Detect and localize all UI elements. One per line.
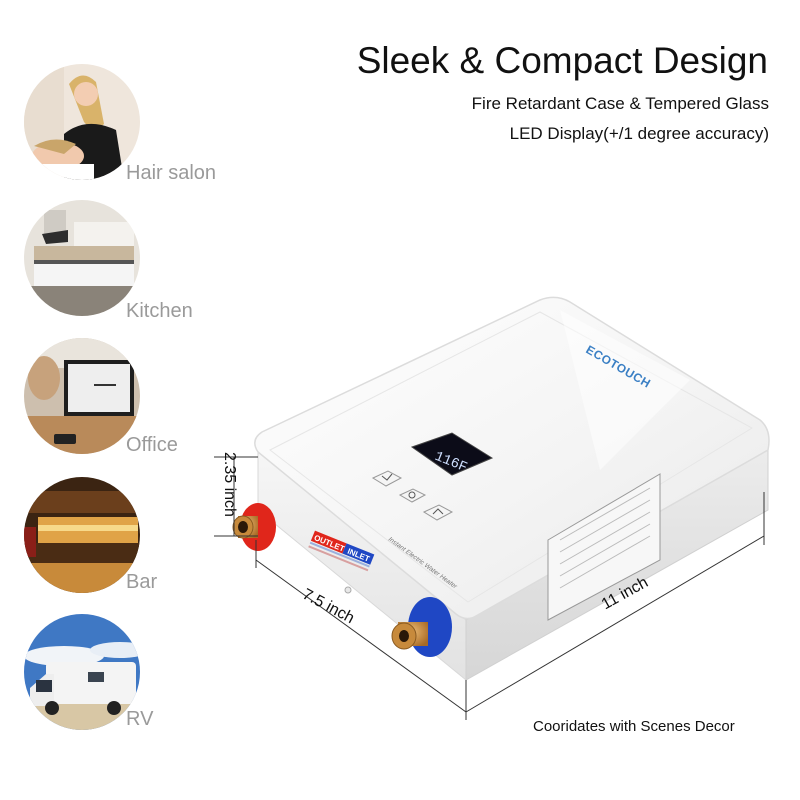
spec-sticker <box>547 473 661 621</box>
scene-label-rv: RV <box>126 708 154 730</box>
page-title: Sleek & Compact Design <box>356 40 768 81</box>
kitchen-photo <box>24 200 140 316</box>
outlet-inlet-label <box>308 530 375 572</box>
scene-label-office: Office <box>126 434 178 456</box>
scene-label-hair-salon: Hair salon <box>126 162 217 184</box>
rv-photo <box>24 614 140 730</box>
bar-photo <box>24 477 140 593</box>
dimension-lines <box>214 456 765 720</box>
power-button[interactable] <box>398 488 427 503</box>
feature-line: Fire Retardant Case & Tempered Glass <box>471 94 769 113</box>
scene-label-bar: Bar <box>126 571 158 593</box>
scene-label-kitchen: Kitchen <box>126 300 193 322</box>
height-dimension: 2.35 inch <box>221 452 238 517</box>
temp-up-button[interactable] <box>422 504 454 521</box>
led-display <box>410 432 494 476</box>
caption: Cooridates with Scenes Decor <box>533 718 735 735</box>
temp-down-button[interactable] <box>371 470 403 487</box>
feature-line: LED Display(+/1 degree accuracy) <box>509 124 769 143</box>
